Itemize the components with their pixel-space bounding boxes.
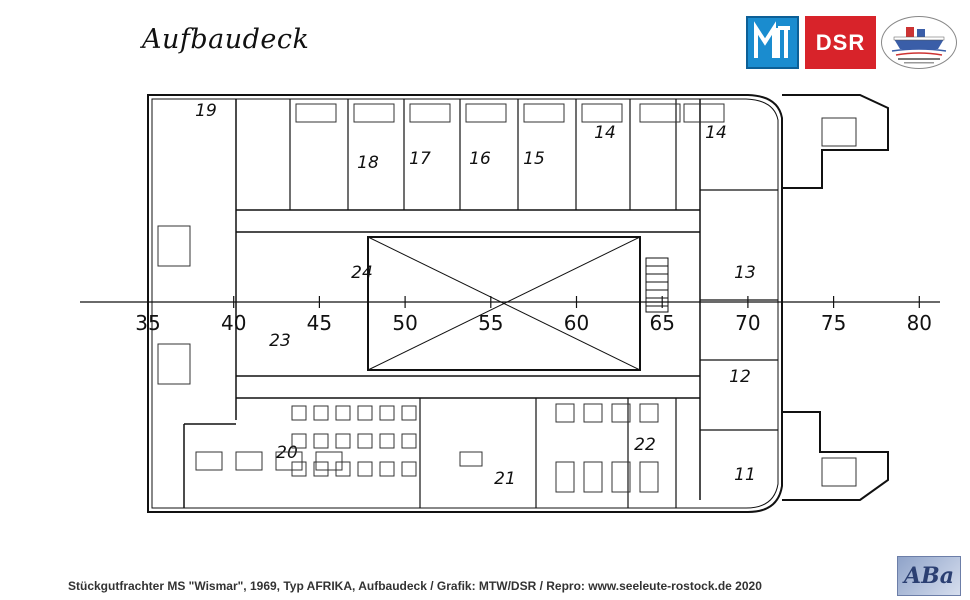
mess-chair bbox=[357, 405, 373, 421]
stair bbox=[645, 257, 669, 313]
mess-chair bbox=[379, 433, 395, 449]
mess-table bbox=[315, 451, 343, 471]
port-wing bbox=[782, 94, 889, 189]
fwd-cabins bbox=[700, 189, 778, 431]
mess-chair bbox=[401, 405, 417, 421]
mtw-logo-mark bbox=[754, 21, 790, 58]
lifeboat-davit bbox=[157, 225, 191, 267]
frame-number: 45 bbox=[307, 311, 332, 335]
bunk-block bbox=[639, 103, 681, 123]
lifeboat-davit bbox=[157, 343, 191, 385]
mess-chair bbox=[335, 461, 351, 477]
mess-chair bbox=[583, 403, 603, 423]
frame-number: 60 bbox=[564, 311, 589, 335]
mess-chair bbox=[313, 405, 329, 421]
mess-chair bbox=[379, 405, 395, 421]
bunk-block bbox=[409, 103, 451, 123]
room-number: 15 bbox=[523, 149, 545, 169]
frame-number: 80 bbox=[907, 311, 932, 335]
ship-emblem-icon bbox=[891, 27, 947, 64]
room-number: 22 bbox=[634, 435, 656, 455]
deck-title: Aufbaudeck bbox=[142, 24, 310, 55]
room-number: 24 bbox=[351, 263, 373, 283]
mess-table bbox=[611, 461, 631, 493]
room-number: 23 bbox=[269, 331, 291, 351]
mess-table bbox=[555, 461, 575, 493]
room-number: 14 bbox=[594, 123, 616, 143]
bunk-block bbox=[353, 103, 395, 123]
cabin-walls-top bbox=[289, 99, 677, 210]
upper-corridor bbox=[236, 209, 700, 233]
mess-chair bbox=[291, 461, 307, 477]
mess-chair bbox=[335, 405, 351, 421]
mess-chair bbox=[611, 403, 631, 423]
mess-chair bbox=[291, 405, 307, 421]
bunk-block bbox=[581, 103, 623, 123]
mtw-logo bbox=[746, 16, 799, 69]
lifeboat-davit bbox=[821, 457, 857, 487]
mess-chair bbox=[291, 433, 307, 449]
frame-number: 65 bbox=[649, 311, 674, 335]
mess-chair bbox=[401, 461, 417, 477]
frame-number: 35 bbox=[135, 311, 160, 335]
bunk-block bbox=[683, 103, 725, 123]
frame-number: 75 bbox=[821, 311, 846, 335]
seeleute-rostock-logo bbox=[881, 16, 957, 69]
mess-table bbox=[195, 451, 223, 471]
frame-number: 55 bbox=[478, 311, 503, 335]
mess-table bbox=[235, 451, 263, 471]
footer-caption: Stückgutfrachter MS "Wismar", 1969, Typ … bbox=[68, 579, 762, 593]
mess-chair bbox=[313, 433, 329, 449]
mess-chair bbox=[639, 403, 659, 423]
mess-table bbox=[583, 461, 603, 493]
bunk-block bbox=[465, 103, 507, 123]
aba-logo: ABa bbox=[897, 556, 961, 596]
mess-chair bbox=[379, 461, 395, 477]
room-number: 12 bbox=[729, 367, 751, 387]
room-number: 11 bbox=[734, 465, 756, 485]
mess-chair bbox=[357, 461, 373, 477]
room-number: 19 bbox=[195, 101, 217, 121]
galley-stove bbox=[459, 451, 483, 467]
dsr-logo: DSR bbox=[805, 16, 876, 69]
lower-corridor bbox=[236, 375, 700, 399]
mess-chair bbox=[357, 433, 373, 449]
hull-outline bbox=[147, 94, 783, 513]
room-number: 17 bbox=[409, 149, 431, 169]
mess-chair bbox=[335, 433, 351, 449]
bunk-block bbox=[295, 103, 337, 123]
mess-chair bbox=[401, 433, 417, 449]
mess-table bbox=[275, 451, 303, 471]
starboard-wing bbox=[782, 411, 889, 501]
mess-table bbox=[639, 461, 659, 493]
bunk-block bbox=[523, 103, 565, 123]
cargo-hatch bbox=[367, 236, 641, 371]
frame-number: 50 bbox=[392, 311, 417, 335]
frame-number: 40 bbox=[221, 311, 246, 335]
room-number: 16 bbox=[469, 149, 491, 169]
hull-inner-outline bbox=[151, 98, 779, 509]
room-number: 18 bbox=[357, 153, 379, 173]
room-number: 20 bbox=[276, 443, 298, 463]
mess-chair bbox=[555, 403, 575, 423]
lifeboat-davit bbox=[821, 117, 857, 147]
cabin-walls-bottom bbox=[419, 398, 677, 508]
mess-chair bbox=[313, 461, 329, 477]
frame-number: 70 bbox=[735, 311, 760, 335]
room-number: 14 bbox=[705, 123, 727, 143]
room-number: 21 bbox=[494, 469, 516, 489]
aft-wall bbox=[183, 99, 237, 508]
room-number: 13 bbox=[734, 263, 756, 283]
